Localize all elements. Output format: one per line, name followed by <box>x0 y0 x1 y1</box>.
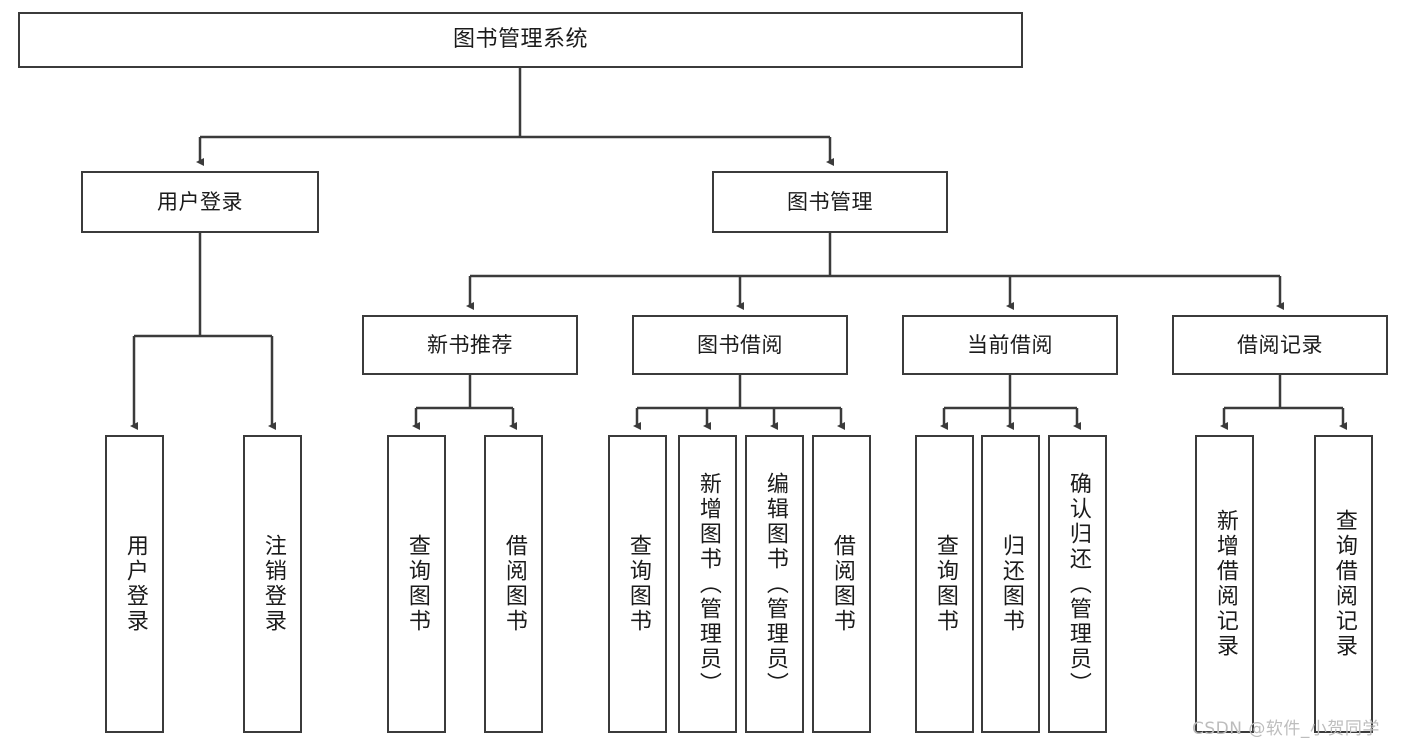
node-root-label: 图书管理系统 <box>452 27 588 53</box>
leaf-edit-book-admin[interactable]: 编辑图书（管理员） <box>745 435 804 733</box>
leaf-label: 新增借阅记录 <box>1212 509 1238 659</box>
node-current-borrow[interactable]: 当前借阅 <box>902 315 1118 375</box>
leaf-label: 查询图书 <box>932 534 958 634</box>
leaf-add-borrow-record[interactable]: 新增借阅记录 <box>1195 435 1254 733</box>
leaf-user-login[interactable]: 用户登录 <box>105 435 164 733</box>
node-borrow-record-label: 借阅记录 <box>1237 332 1323 357</box>
csdn-watermark: CSDN @软件_小贺同学 <box>1192 719 1380 739</box>
leaf-query-book-borrow[interactable]: 查询图书 <box>608 435 667 733</box>
node-user-login[interactable]: 用户登录 <box>81 171 319 233</box>
leaf-add-book-admin[interactable]: 新增图书（管理员） <box>678 435 737 733</box>
node-root[interactable]: 图书管理系统 <box>18 12 1023 68</box>
leaf-label: 注销登录 <box>260 534 286 634</box>
leaf-query-borrow-record[interactable]: 查询借阅记录 <box>1314 435 1373 733</box>
leaf-borrow-book[interactable]: 借阅图书 <box>812 435 871 733</box>
node-new-book-recommend[interactable]: 新书推荐 <box>362 315 578 375</box>
leaf-query-book-current[interactable]: 查询图书 <box>915 435 974 733</box>
leaf-label: 查询借阅记录 <box>1331 509 1357 659</box>
leaf-logout[interactable]: 注销登录 <box>243 435 302 733</box>
node-user-login-label: 用户登录 <box>157 189 243 214</box>
leaf-label: 用户登录 <box>122 534 148 634</box>
leaf-confirm-return-admin[interactable]: 确认归还（管理员） <box>1048 435 1107 733</box>
node-book-borrow[interactable]: 图书借阅 <box>632 315 848 375</box>
node-borrow-record[interactable]: 借阅记录 <box>1172 315 1388 375</box>
leaf-label: 确认归还（管理员） <box>1065 471 1091 697</box>
leaf-label: 归还图书 <box>998 534 1024 634</box>
node-book-management-label: 图书管理 <box>787 189 873 214</box>
leaf-label: 查询图书 <box>625 534 651 634</box>
leaf-label: 新增图书（管理员） <box>695 471 721 697</box>
node-book-borrow-label: 图书借阅 <box>697 332 783 357</box>
leaf-query-book-new[interactable]: 查询图书 <box>387 435 446 733</box>
leaf-label: 编辑图书（管理员） <box>762 471 788 697</box>
node-current-borrow-label: 当前借阅 <box>967 332 1053 357</box>
node-book-management[interactable]: 图书管理 <box>712 171 948 233</box>
leaf-label: 查询图书 <box>404 534 430 634</box>
node-new-book-recommend-label: 新书推荐 <box>427 332 513 357</box>
leaf-return-book[interactable]: 归还图书 <box>981 435 1040 733</box>
leaf-label: 借阅图书 <box>829 534 855 634</box>
leaf-borrow-book-new[interactable]: 借阅图书 <box>484 435 543 733</box>
leaf-label: 借阅图书 <box>501 534 527 634</box>
